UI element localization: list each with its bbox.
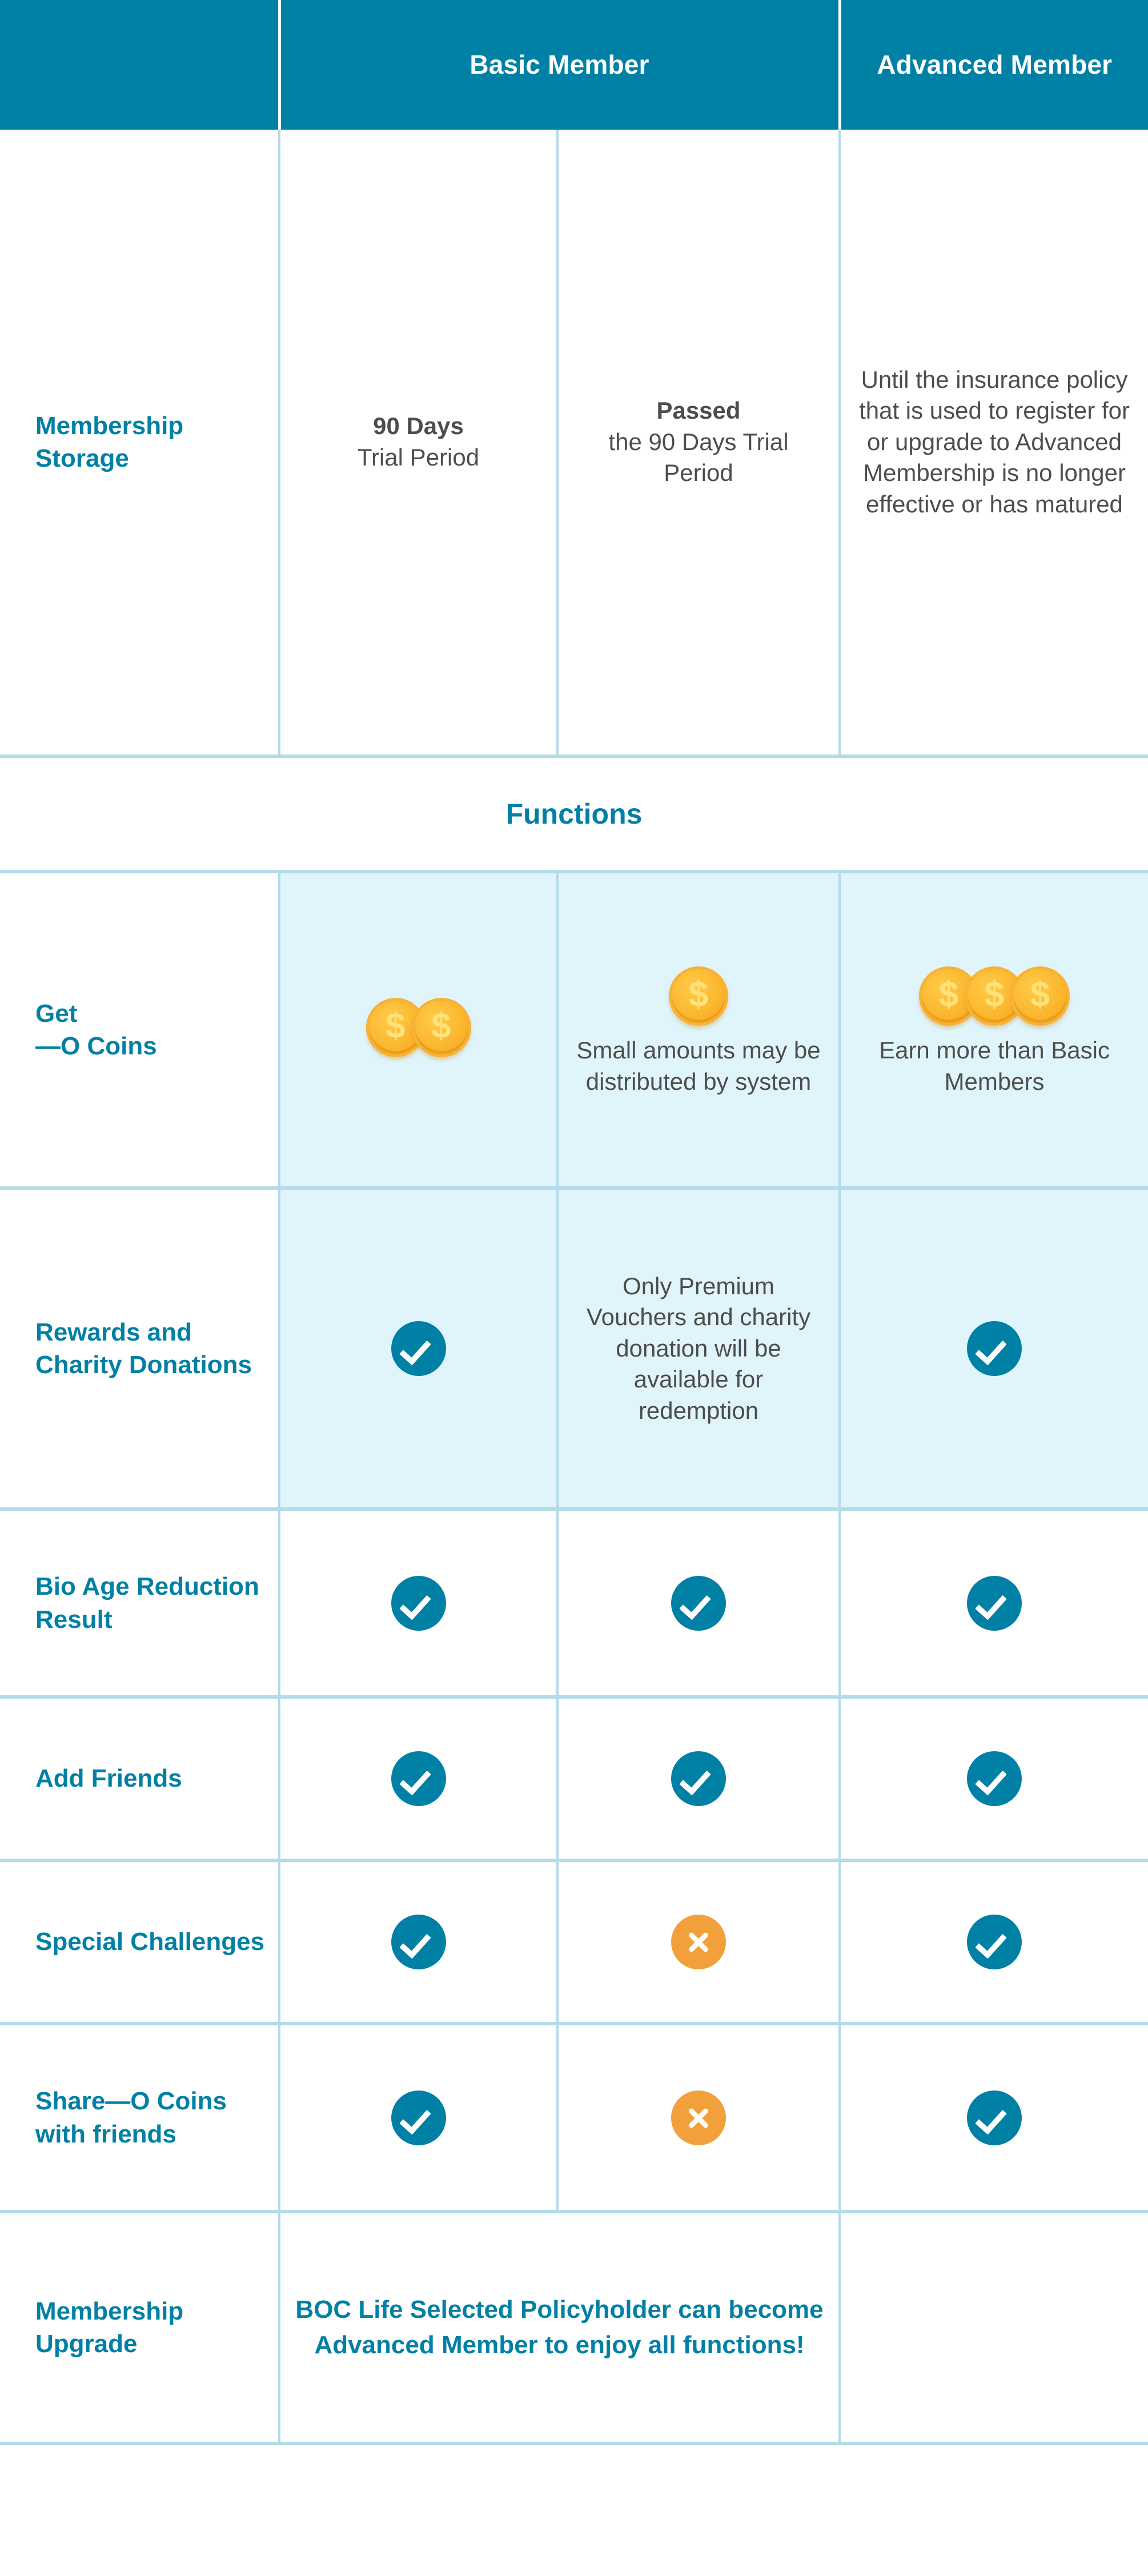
check-circle-icon (391, 1915, 446, 1969)
row-special-challenges: Special Challenges (0, 1860, 1148, 2024)
cell-addfriends-basic-passed (557, 1697, 841, 1860)
cell-share-basic-passed (557, 2024, 841, 2212)
get-coins-label-line2: —O Coins (35, 1032, 157, 1060)
header-basic-member: Basic Member (278, 0, 841, 130)
row-label-add-friends: Add Friends (35, 1764, 182, 1793)
storage-basic-passed-rest: the 90 Days Trial Period (608, 428, 789, 487)
get-coins-label-line1: Get (35, 999, 78, 1028)
check-circle-icon (967, 1915, 1022, 1969)
cell-coins-basic-passed: Small amounts may be distributed by syst… (557, 872, 841, 1188)
check-circle-icon (967, 1321, 1022, 1376)
cell-bioage-basic-trial (278, 1509, 559, 1697)
check-circle-icon (391, 1575, 446, 1631)
storage-basic-trial-rest: Trial Period (357, 444, 480, 471)
check-circle-icon (967, 1575, 1022, 1631)
storage-basic-trial-strong: 90 Days (373, 412, 464, 440)
row-label-get-coins: Get —O Coins (0, 872, 279, 1188)
table-header-row: Basic Member Advanced Member (0, 0, 1148, 130)
cross-circle-icon (671, 2090, 726, 2145)
cell-coins-basic-trial (278, 872, 559, 1188)
check-circle-icon (671, 1575, 726, 1631)
cell-share-basic-trial (278, 2024, 559, 2212)
header-advanced-member: Advanced Member (840, 0, 1148, 130)
header-blank-cell (0, 0, 279, 130)
storage-basic-passed-strong: Passed (656, 397, 741, 424)
row-label-membership-upgrade: Membership Upgrade (35, 2297, 184, 2358)
cell-storage-basic-trial: 90 Days Trial Period (278, 130, 559, 756)
row-label-share-coins: Share—O Coins with friends (35, 2087, 227, 2148)
row-label-membership-storage: Membership Storage (35, 411, 184, 472)
gold-coin-icon (669, 966, 728, 1026)
row-membership-storage: Membership Storage 90 Days Trial Period … (0, 130, 1148, 756)
row-add-friends: Add Friends (0, 1697, 1148, 1860)
check-circle-icon (391, 1321, 446, 1376)
cell-upgrade-message: BOC Life Selected Policyholder can becom… (278, 2212, 841, 2443)
cell-addfriends-advanced (840, 1697, 1148, 1860)
cross-circle-icon (671, 1915, 726, 1969)
check-circle-icon (391, 2090, 446, 2145)
check-circle-icon (967, 1751, 1022, 1806)
cell-special-basic-passed (557, 1860, 841, 2024)
coin-stack-three (841, 962, 1148, 1030)
cell-storage-basic-passed: Passed the 90 Days Trial Period (557, 130, 841, 756)
row-membership-upgrade: Membership Upgrade BOC Life Selected Pol… (0, 2212, 1148, 2443)
coins-advanced-caption: Earn more than Basic Members (879, 1037, 1110, 1095)
cell-special-basic-trial (278, 1860, 559, 2024)
row-label-bio-age-reduction: Bio Age Reduction Result (35, 1572, 259, 1634)
check-circle-icon (967, 2090, 1022, 2145)
row-rewards-charity: Rewards and Charity Donations Only Premi… (0, 1188, 1148, 1509)
cell-bioage-basic-passed (557, 1509, 841, 1697)
check-circle-icon (391, 1751, 446, 1806)
membership-comparison-table: Basic Member Advanced Member Membership … (0, 0, 1148, 2445)
gold-coin-icon (1010, 966, 1070, 1026)
cell-special-advanced (840, 1860, 1148, 2024)
row-functions-section: Functions (0, 756, 1148, 872)
coins-basic-passed-caption: Small amounts may be distributed by syst… (576, 1037, 821, 1095)
cell-bioage-advanced (840, 1509, 1148, 1697)
cell-rewards-advanced (840, 1188, 1148, 1509)
cell-rewards-basic-passed: Only Premium Vouchers and charity donati… (557, 1188, 841, 1509)
cell-share-advanced (840, 2024, 1148, 2212)
coin-stack-one (559, 962, 838, 1030)
row-bio-age-reduction: Bio Age Reduction Result (0, 1509, 1148, 1697)
row-label-rewards-charity: Rewards and Charity Donations (35, 1318, 252, 1379)
cell-addfriends-basic-trial (278, 1697, 559, 1860)
row-label-special-challenges: Special Challenges (35, 1928, 265, 1956)
cell-rewards-basic-trial (278, 1188, 559, 1509)
cell-coins-advanced: Earn more than Basic Members (840, 872, 1148, 1188)
cell-upgrade-advanced (840, 2212, 1148, 2443)
coin-stack-two (280, 993, 556, 1062)
check-circle-icon (671, 1751, 726, 1806)
row-get-coins: Get —O Coins Small amounts may be distri… (0, 872, 1148, 1188)
section-title-functions: Functions (505, 798, 643, 830)
gold-coin-icon (411, 998, 471, 1057)
cell-storage-advanced: Until the insurance policy that is used … (859, 366, 1130, 517)
row-share-coins: Share—O Coins with friends (0, 2024, 1148, 2212)
